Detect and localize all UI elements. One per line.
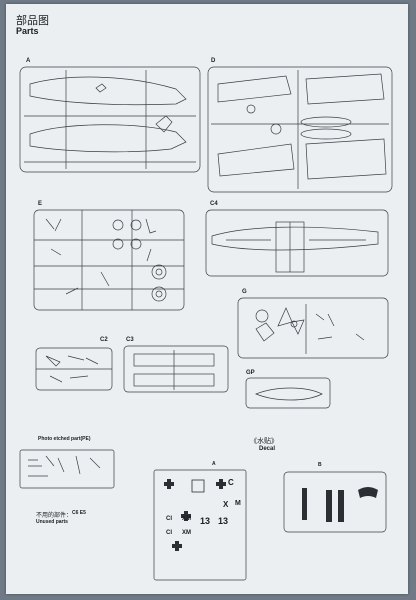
decal-label-cn: 《水贴》 xyxy=(250,438,278,445)
decal-marking: CI xyxy=(166,530,172,536)
sprue-g-frame xyxy=(237,297,389,359)
decal-sheet-a-frame xyxy=(153,469,247,581)
decal-a-crosses xyxy=(164,479,226,551)
decal-marking: XM xyxy=(182,530,191,536)
instruction-page: 部品图 Parts xyxy=(6,4,408,594)
unused-label: Unused parts xyxy=(36,519,68,525)
decal-label: Decal xyxy=(259,446,276,452)
sprue-e-frame xyxy=(33,209,185,311)
decal-marking: XM xyxy=(182,516,191,522)
page-title: Parts xyxy=(16,26,39,36)
decal-sheet-b-frame xyxy=(283,471,387,533)
decal-sheet-b-label: B xyxy=(318,462,322,468)
decal-marking: CI xyxy=(166,516,172,522)
sprue-label-d: D xyxy=(211,58,216,64)
photo-etched-fret xyxy=(19,449,115,489)
decal-marking: M xyxy=(235,500,241,507)
sprue-d-frame xyxy=(207,66,393,193)
sprue-label-c4: C4 xyxy=(210,201,218,207)
decal-marking: 13 xyxy=(218,516,229,526)
decal-marking: 13 xyxy=(200,516,211,526)
decal-marking: C xyxy=(228,478,234,487)
sprue-c4-frame xyxy=(205,209,389,277)
decal-sheet-a-label: A xyxy=(212,461,216,467)
parts-drawings xyxy=(19,66,393,581)
unused-codes: C6 E5 xyxy=(72,510,86,516)
sprue-label-g: G xyxy=(242,289,247,295)
decal-b-stripes xyxy=(302,487,378,522)
decal-marking: X xyxy=(223,500,229,509)
page-title-cn: 部品图 xyxy=(16,15,49,27)
unused-label-cn: 不用的部件： xyxy=(36,513,73,519)
sprue-label-gp: GP xyxy=(246,370,255,376)
sprue-label-e: E xyxy=(38,201,43,207)
sprue-label-c2: C2 xyxy=(100,337,108,343)
decal-yellow-box xyxy=(191,479,205,493)
sprue-label-a: A xyxy=(26,58,31,64)
sprue-a-frame xyxy=(19,66,201,173)
sprue-gp-frame xyxy=(245,377,331,409)
photo-etched-label: Photo etched part(PE) xyxy=(38,436,91,442)
sprue-c2-frame xyxy=(35,347,113,391)
sprue-c3-frame xyxy=(123,345,229,393)
sprue-label-c3: C3 xyxy=(126,337,134,343)
